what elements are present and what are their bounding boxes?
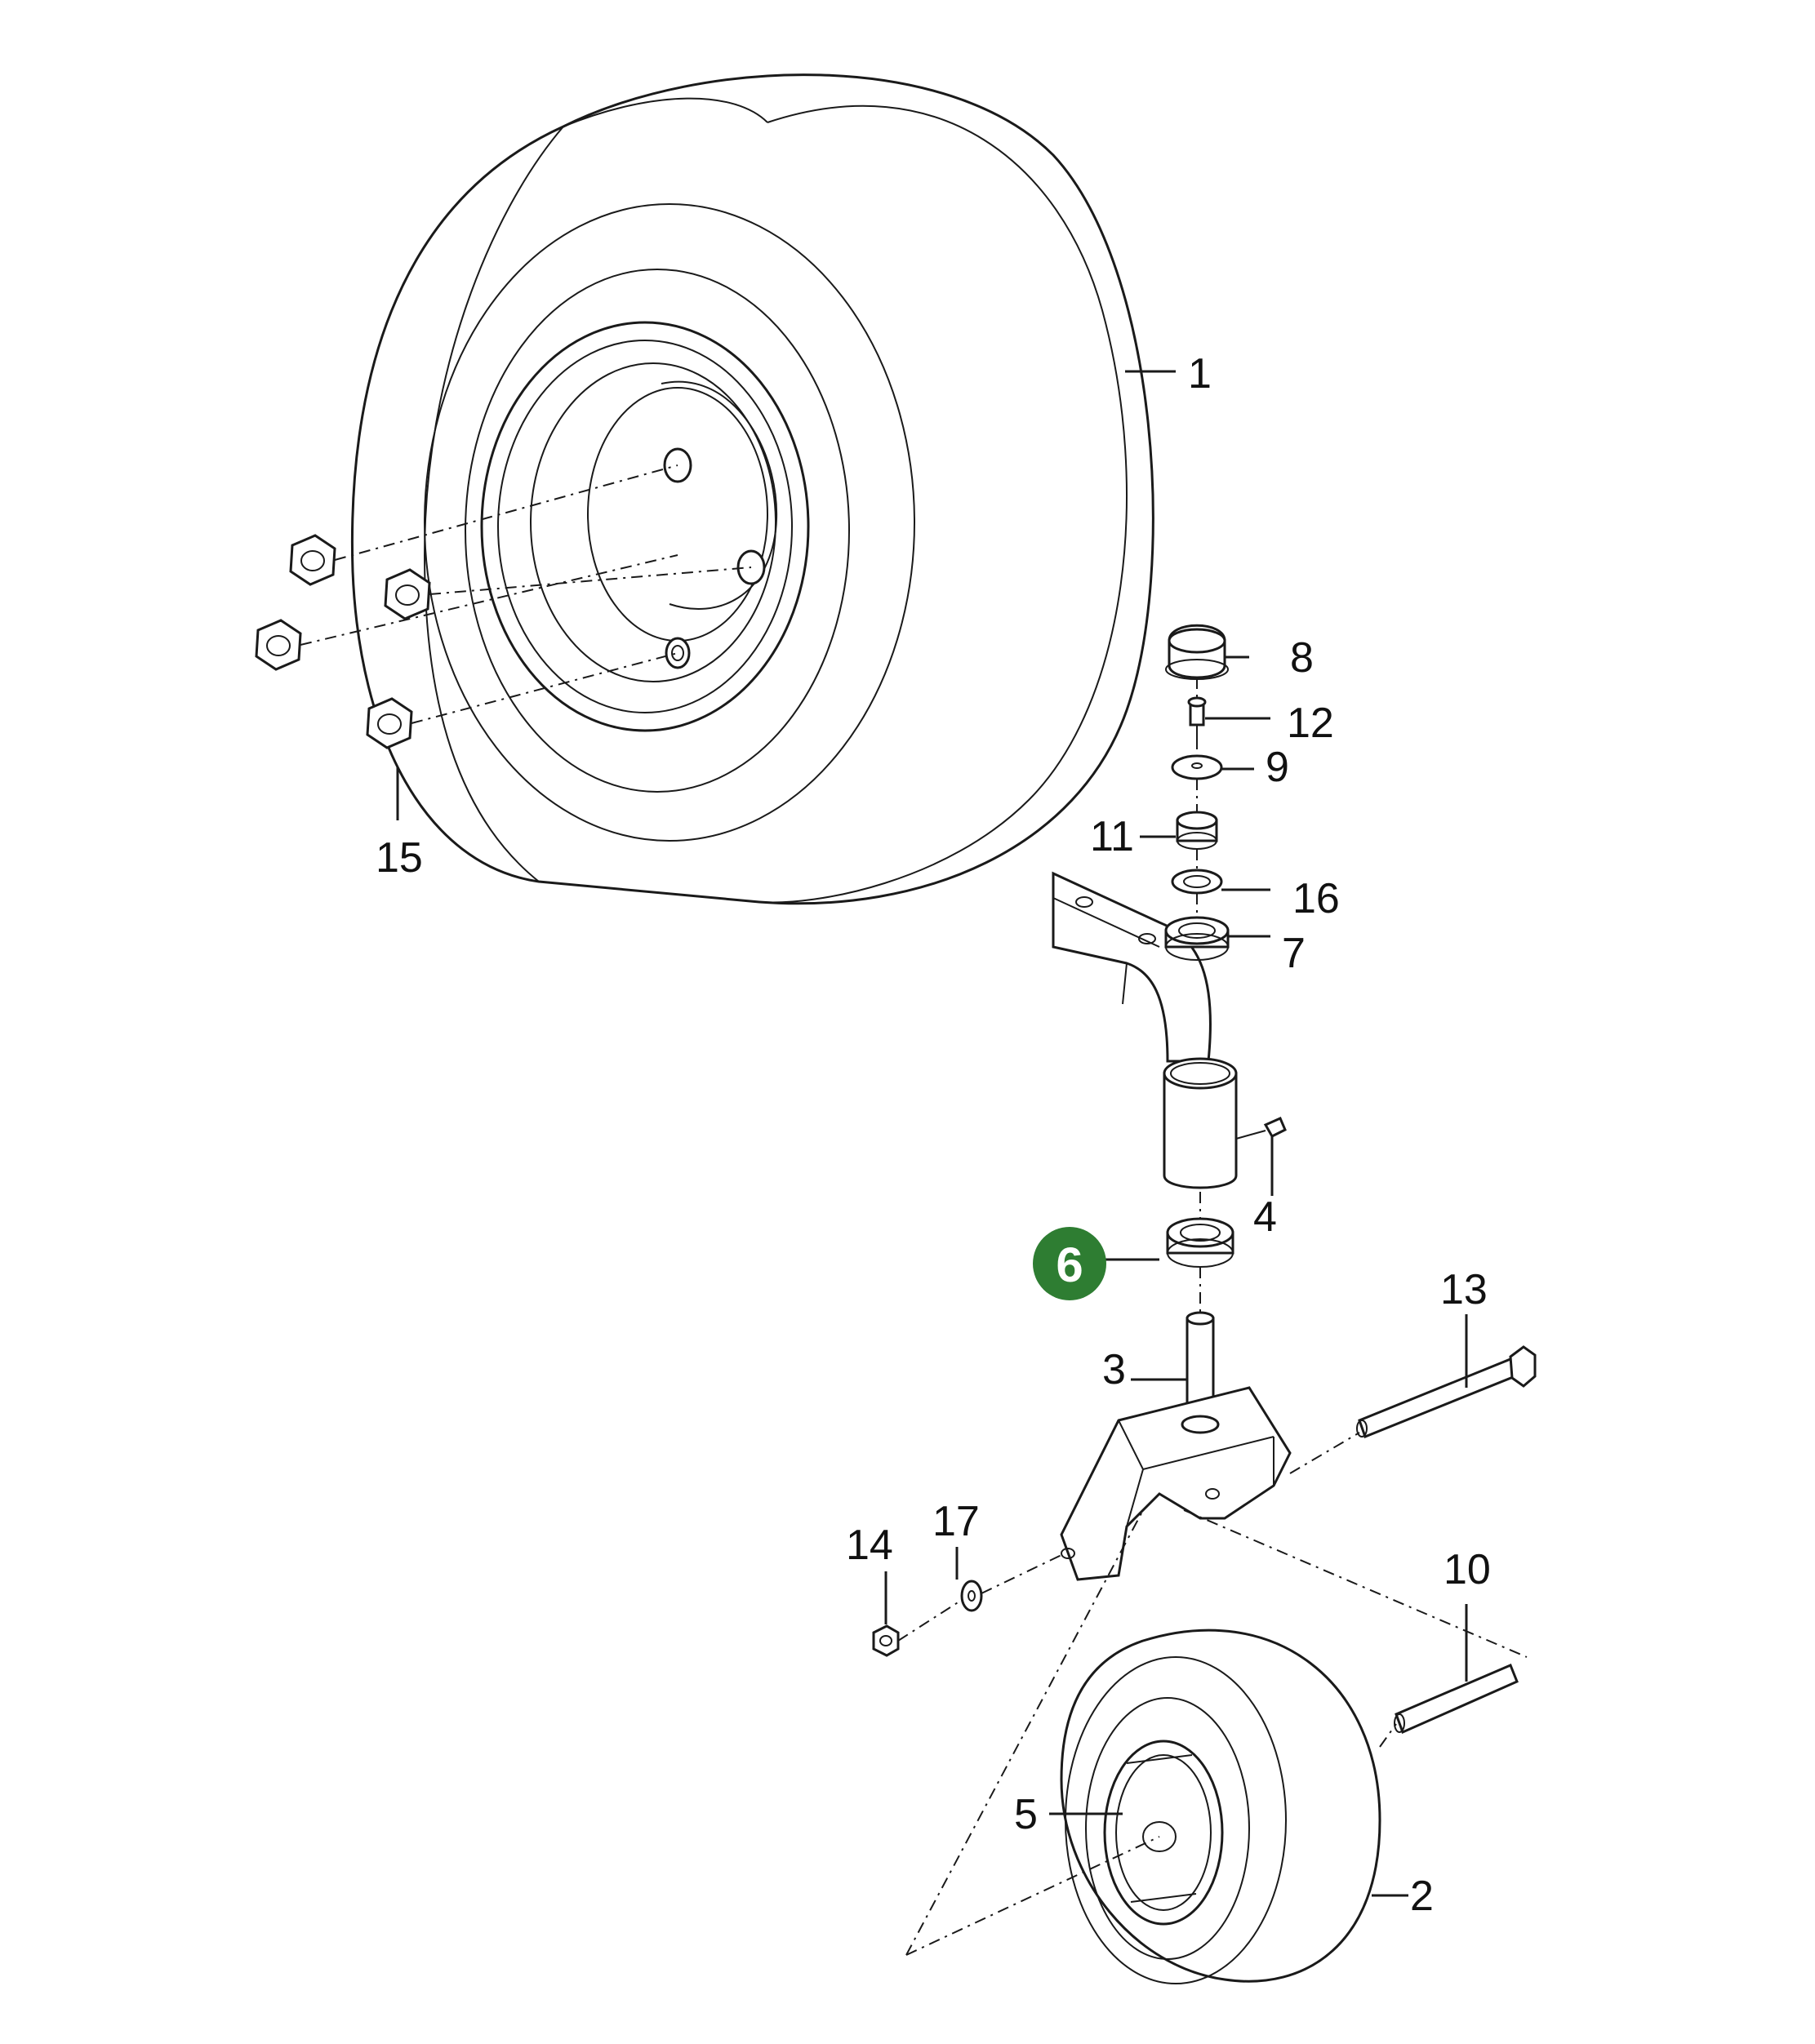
- part-16-spacer: [1171, 869, 1223, 895]
- part-7-upper-bearing: [1164, 916, 1230, 961]
- callout-6-highlight-badge: [1033, 1227, 1106, 1300]
- part-17-washer: [960, 1580, 983, 1612]
- callout-8: 8: [1290, 634, 1314, 682]
- part-6-lower-bearing: [1166, 1217, 1234, 1268]
- callout-9: 9: [1266, 744, 1289, 791]
- callout-3: 3: [1102, 1346, 1126, 1393]
- callout-10: 10: [1444, 1546, 1491, 1593]
- part-1-rear-wheel: [350, 73, 1154, 905]
- callout-11: 11: [1090, 813, 1134, 860]
- part-10-spacer-tube: [1394, 1664, 1519, 1735]
- part-4-grease-fitting: [1235, 1117, 1287, 1140]
- alignment-lines: [897, 678, 1528, 1956]
- callout-1: 1: [1188, 350, 1212, 398]
- callout-4: 4: [1253, 1193, 1277, 1241]
- callout-6: 6: [1056, 1238, 1083, 1292]
- part-15-lug-nuts: [255, 464, 752, 749]
- callout-17: 17: [932, 1498, 980, 1545]
- leader-lines: [396, 370, 1468, 1897]
- part-9-washer: [1171, 754, 1223, 780]
- callouts: 1 8 12 9 11 16 7 4 3 13 17 14 10 15 5 2 …: [376, 350, 1491, 1920]
- yoke-arm-frame: [1052, 871, 1212, 1063]
- callout-15: 15: [376, 834, 423, 882]
- part-8-dust-cap: [1165, 624, 1229, 680]
- callout-14: 14: [846, 1522, 893, 1569]
- callout-16: 16: [1292, 875, 1340, 922]
- callout-13: 13: [1440, 1266, 1488, 1313]
- part-3-caster-fork: [1060, 1311, 1292, 1581]
- part-13-axle-bolt: [1356, 1345, 1537, 1438]
- caster-housing-tube: [1163, 1057, 1238, 1189]
- part-11-nut: [1176, 811, 1218, 850]
- part-14-nut: [872, 1624, 900, 1657]
- callout-5: 5: [1014, 1791, 1038, 1838]
- part-12-bolt: [1187, 696, 1207, 738]
- callout-2: 2: [1410, 1873, 1434, 1920]
- callout-7: 7: [1282, 930, 1306, 977]
- callout-12: 12: [1287, 700, 1334, 747]
- part-2-caster-wheel: [1060, 1629, 1381, 1984]
